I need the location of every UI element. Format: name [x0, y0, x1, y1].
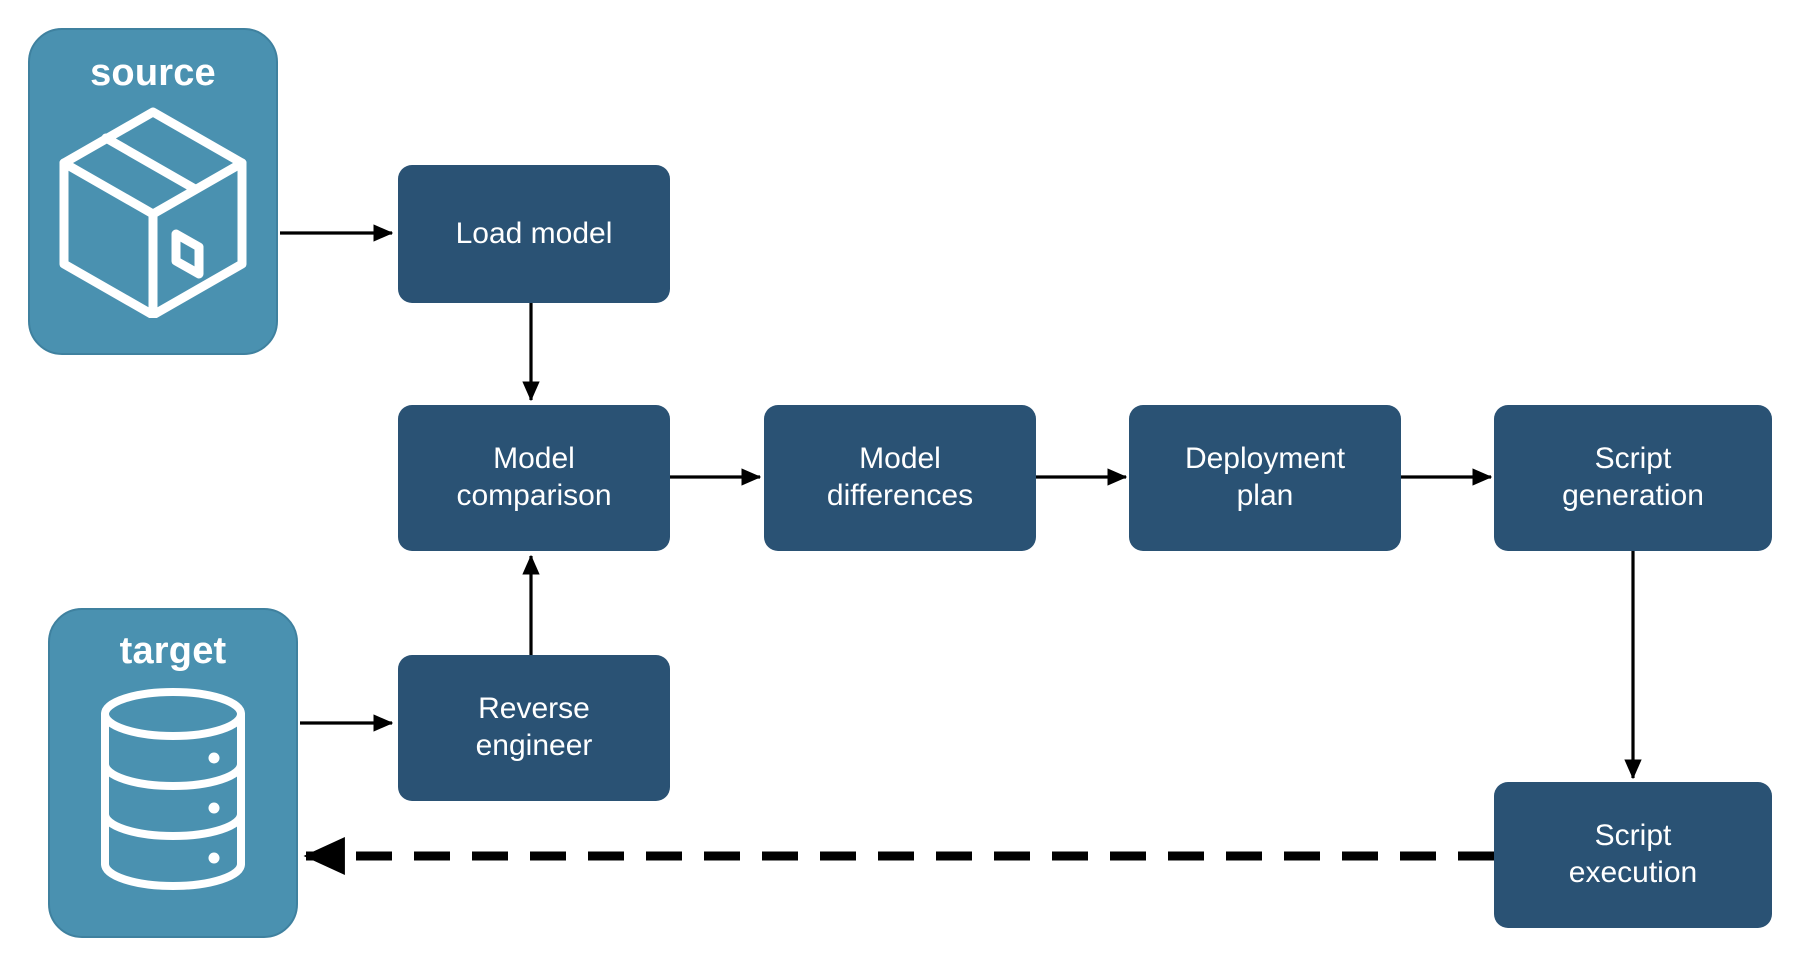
endpoint-target[interactable]: target	[48, 608, 298, 938]
endpoint-source[interactable]: source	[28, 28, 278, 355]
node-deployment-plan-label: Deployment plan	[1184, 442, 1346, 512]
endpoint-source-label: source	[90, 52, 216, 94]
node-script-execution[interactable]: Script execution	[1494, 782, 1772, 928]
database-cylinder-icon	[93, 686, 253, 897]
node-reverse-engineer-label: Reverse engineer	[475, 692, 593, 762]
node-load-model-label: Load model	[455, 216, 613, 250]
node-script-generation-label: Script generation	[1562, 442, 1704, 512]
package-box-icon	[58, 106, 248, 323]
node-deployment-plan[interactable]: Deployment plan	[1129, 405, 1401, 551]
node-model-differences[interactable]: Model differences	[764, 405, 1036, 551]
node-reverse-engineer[interactable]: Reverse engineer	[398, 655, 670, 801]
node-model-differences-label: Model differences	[826, 442, 974, 512]
node-model-comparison[interactable]: Model comparison	[398, 405, 670, 551]
node-script-execution-label: Script execution	[1568, 819, 1698, 889]
node-load-model[interactable]: Load model	[398, 165, 670, 303]
node-model-comparison-label: Model comparison	[456, 442, 612, 512]
endpoint-target-label: target	[119, 630, 227, 672]
node-script-generation[interactable]: Script generation	[1494, 405, 1772, 551]
